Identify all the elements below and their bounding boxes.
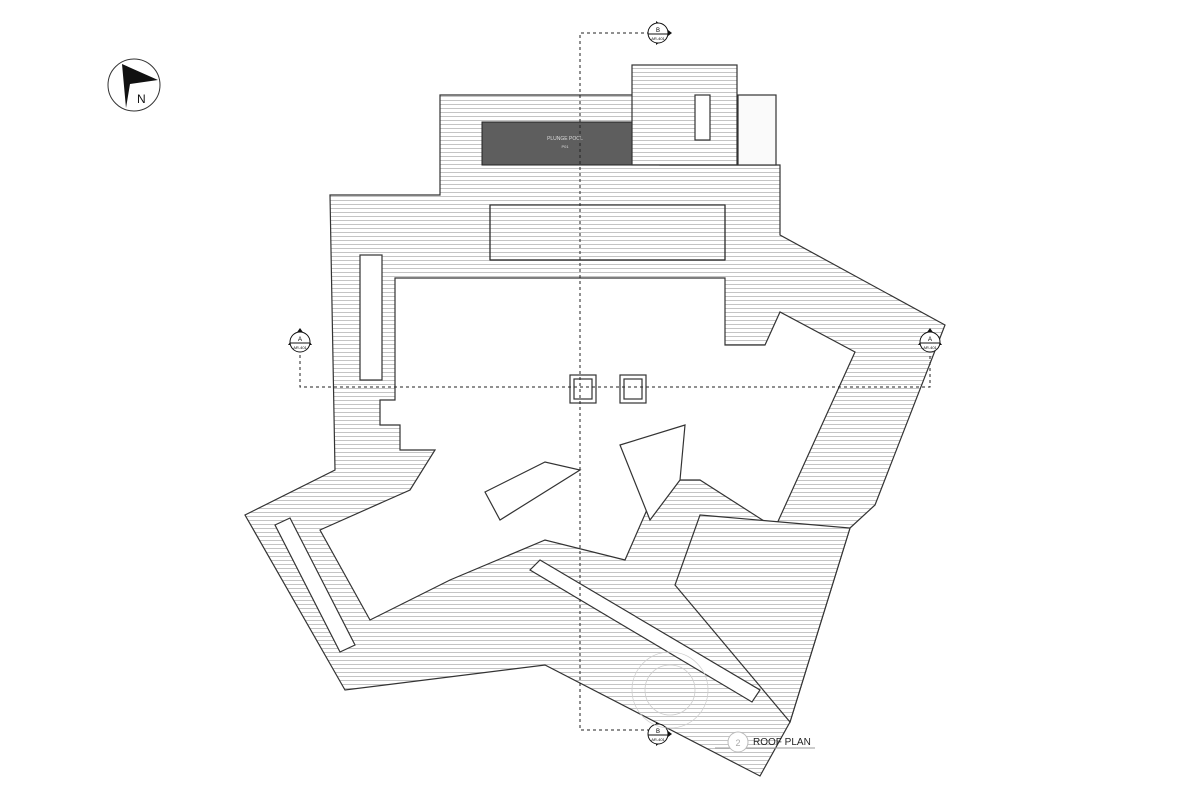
section-lines bbox=[299, 32, 931, 731]
section-sheet: AR-401 bbox=[293, 345, 307, 350]
section-marker-a-right: A AR-401 bbox=[918, 328, 942, 353]
section-id: B bbox=[656, 28, 660, 34]
north-arrow-icon: N bbox=[107, 58, 161, 112]
section-sheet: AR-401 bbox=[651, 737, 665, 742]
pool-label: PLUNGE POOL bbox=[547, 136, 583, 142]
section-marker-b-top: B AR-401 bbox=[647, 21, 672, 45]
north-label: N bbox=[137, 92, 146, 106]
drawing-number: 2 bbox=[735, 738, 740, 748]
section-id: A bbox=[928, 337, 932, 343]
roof-outline bbox=[244, 94, 946, 777]
drawing-title: 2 ROOF PLAN bbox=[715, 731, 815, 753]
section-id: A bbox=[298, 337, 302, 343]
section-marker-b-bottom: B AR-401 bbox=[647, 722, 672, 746]
plunge-pool: PLUNGE POOL P01 bbox=[481, 121, 655, 166]
section-id: B bbox=[656, 729, 660, 735]
pavilion bbox=[631, 64, 777, 166]
section-sheet: AR-401 bbox=[923, 345, 937, 350]
section-marker-a-left: A AR-401 bbox=[288, 328, 312, 353]
section-sheet: AR-401 bbox=[651, 36, 665, 41]
drawing-title-text: ROOF PLAN bbox=[753, 737, 811, 748]
tree-symbol bbox=[631, 651, 709, 729]
pool-tag: P01 bbox=[561, 144, 569, 149]
